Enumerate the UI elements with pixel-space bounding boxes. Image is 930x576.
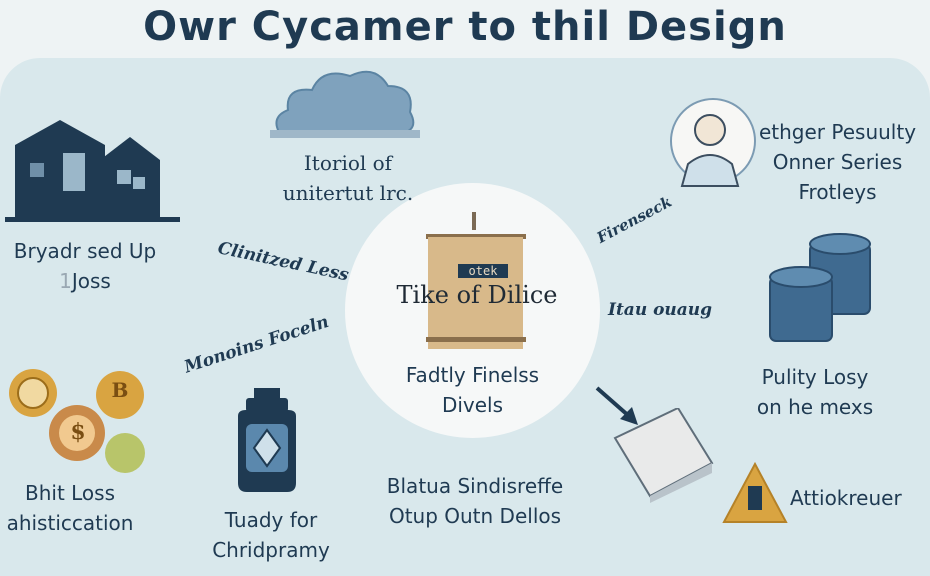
arrow-label-right: Itau ouaug: [608, 300, 713, 320]
person-icon: [670, 98, 756, 187]
house-label: Bryadr sed Up 1Joss: [13, 239, 157, 293]
coin-b-symbol: B: [111, 378, 129, 402]
coin-stack-icon: [769, 233, 871, 342]
coin-dollar-symbol: $: [70, 419, 86, 445]
house-icon: [5, 120, 180, 222]
warning-icon: [722, 462, 788, 523]
box-label: Tike of Dilice: [396, 281, 558, 309]
warning-label: Attiokreuer: [790, 486, 902, 510]
page-title: Owr Cycamer to thil Design: [143, 4, 787, 50]
document-icon: [613, 408, 714, 503]
arrow-icon: [595, 386, 638, 425]
house-mark: 1: [59, 269, 72, 293]
box-tag: otek: [458, 264, 508, 278]
cloud-icon: [270, 70, 420, 138]
jar-icon: [238, 388, 296, 492]
coins-icon: [9, 369, 145, 473]
box-icon: [426, 212, 526, 349]
